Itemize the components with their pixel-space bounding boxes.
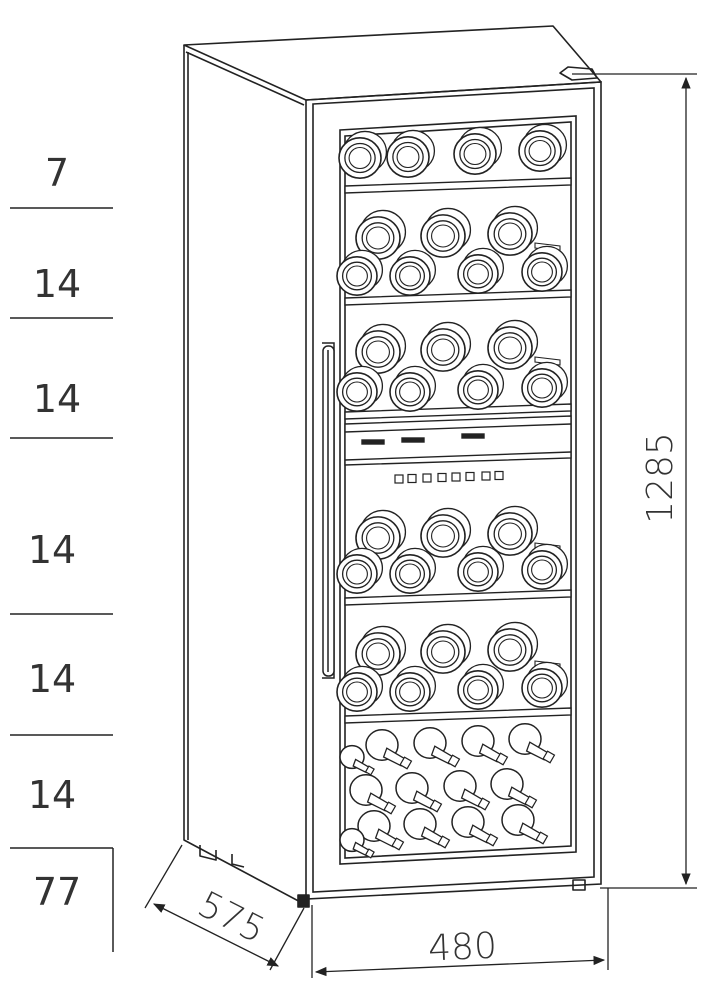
dimension-lines: [144, 73, 697, 978]
bottle: [349, 774, 397, 815]
capacity-label-shelf-4: 14: [28, 528, 76, 572]
width-dimension-label: 480: [427, 926, 497, 970]
panel-button: [407, 473, 417, 484]
shelf-capacity-legend: 7 14 14 14 14 14 77: [10, 151, 114, 952]
panel-button: [394, 474, 404, 484]
bottle: [389, 547, 437, 594]
bottle: [521, 361, 569, 408]
door-outer-frame: [305, 81, 602, 900]
bottle: [355, 509, 407, 560]
bottle: [355, 209, 407, 260]
capacity-label-top-shelf: 7: [45, 151, 69, 195]
bottle: [365, 729, 413, 770]
depth-extension-front: [269, 907, 305, 971]
bottles-group: [336, 123, 569, 859]
bottle: [420, 207, 472, 258]
bottle: [508, 723, 556, 764]
bottle: [457, 247, 505, 295]
bottle: [420, 507, 472, 558]
capacity-label-shelf-2: 14: [33, 262, 81, 306]
bottle: [451, 806, 499, 847]
panel-button: [494, 470, 504, 481]
glass-door: [305, 81, 602, 900]
bottle: [339, 744, 375, 776]
panel-button: [465, 471, 475, 482]
capacity-label-shelf-6: 14: [28, 773, 76, 817]
bottle: [389, 665, 437, 712]
bottle: [338, 130, 388, 179]
bottle: [336, 547, 384, 594]
bottle: [386, 129, 436, 178]
depth-dimension-arrow: [152, 903, 280, 967]
bottle: [389, 365, 437, 412]
bottle: [461, 725, 509, 766]
bottle: [355, 625, 407, 676]
width-dimension-arrow: [314, 955, 606, 977]
panel-button: [437, 472, 447, 483]
capacity-label-shelf-5: 14: [28, 657, 76, 701]
shelf-front: [344, 356, 572, 420]
bottle: [487, 319, 539, 370]
bottle: [521, 245, 569, 293]
bottle: [336, 365, 384, 412]
bottle: [336, 665, 384, 712]
bottle: [521, 661, 569, 708]
capacity-total-label: 77: [33, 870, 81, 914]
front-foot-left: [297, 894, 310, 908]
panel-button: [451, 472, 461, 482]
bottle: [389, 249, 437, 296]
bottle: [490, 768, 538, 809]
bottle: [487, 621, 539, 672]
bottle: [457, 663, 505, 710]
bottle: [413, 727, 461, 768]
shelves-group: [344, 130, 572, 724]
cabinet-body: [183, 25, 602, 908]
panel-button: [422, 473, 432, 483]
depth-dimension-label: 575: [191, 884, 271, 952]
height-dimension-label: 1285: [640, 432, 681, 524]
bottle: [501, 804, 549, 845]
bottle: [443, 770, 491, 811]
bottle: [457, 363, 505, 410]
bottle: [336, 249, 384, 296]
bottle: [357, 810, 405, 851]
bottle: [487, 205, 539, 256]
bottle: [453, 126, 503, 175]
bottle: [518, 123, 568, 172]
bottle: [420, 321, 472, 372]
bottle: [521, 543, 569, 590]
door-handle: [322, 342, 335, 679]
bottle: [355, 323, 407, 374]
bottle: [457, 545, 505, 592]
bottle: [395, 772, 443, 813]
bottle: [487, 505, 539, 556]
bottle: [339, 827, 375, 859]
panel-button: [481, 471, 491, 481]
cabinet-side-panel: [183, 45, 307, 906]
bottle: [420, 623, 472, 674]
bottle: [403, 808, 451, 849]
cabinet-top-face: [183, 25, 602, 101]
control-panel: [344, 415, 572, 466]
depth-extension-back: [144, 844, 183, 909]
control-panel-buttons: [394, 470, 504, 484]
capacity-label-shelf-3: 14: [33, 377, 81, 421]
door-glass-window: [339, 115, 577, 865]
